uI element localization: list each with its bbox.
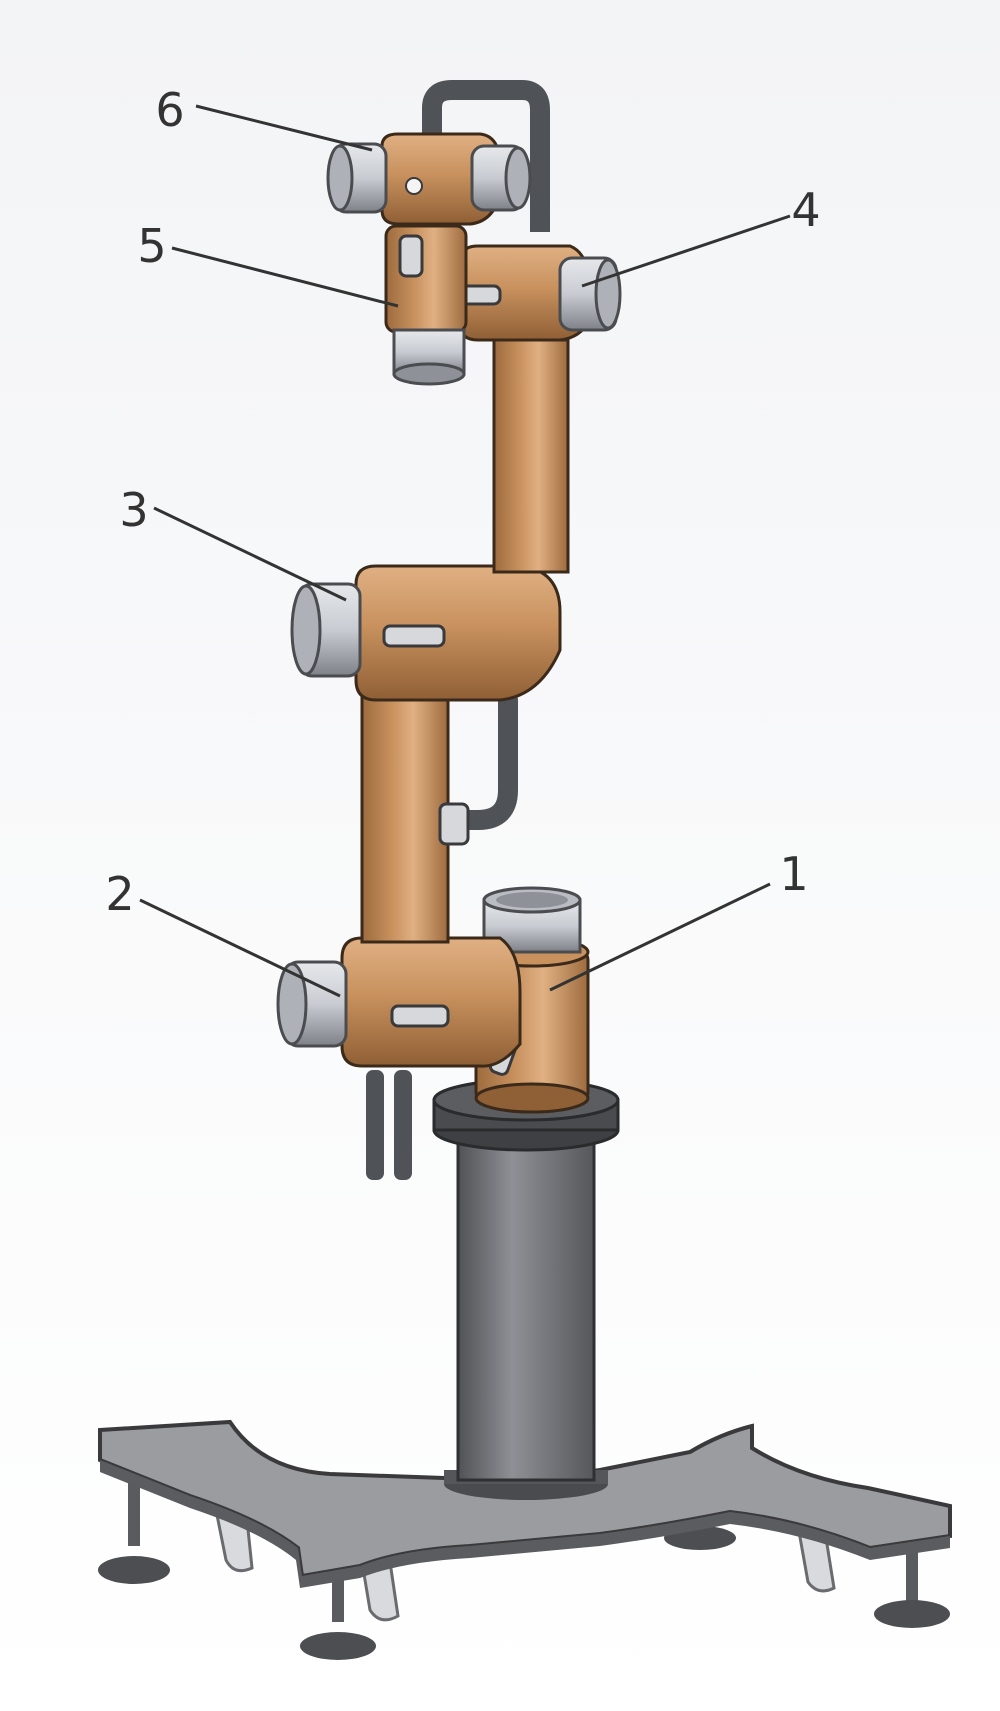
lower-arm-link [360, 688, 518, 944]
joint-1-housing [474, 886, 590, 1114]
callout-4-leader [581, 214, 791, 288]
joint-2-housing [276, 936, 522, 1180]
callout-2: 2 [105, 867, 341, 998]
callout-3-leader [153, 506, 347, 602]
callout-5-leader [171, 246, 399, 308]
support-column [432, 1078, 620, 1482]
callout-2-leader [139, 898, 341, 998]
callout-3-label: 3 [119, 483, 148, 537]
callouts: 6 5 4 3 2 1 [105, 83, 821, 998]
callout-1-leader [549, 882, 771, 992]
joint-5-housing [384, 224, 468, 386]
callout-6-label: 6 [155, 83, 184, 137]
joint-4-housing [442, 244, 622, 342]
callout-4: 4 [581, 183, 821, 288]
callout-6: 6 [155, 83, 373, 152]
callout-4-label: 4 [791, 183, 820, 237]
callout-1-label: 1 [779, 847, 808, 901]
callout-5-label: 5 [137, 219, 166, 273]
callout-1: 1 [549, 847, 809, 992]
joint-6-housing [326, 80, 550, 232]
callout-2-label: 2 [105, 867, 134, 921]
callout-5: 5 [137, 219, 399, 308]
callout-3: 3 [119, 483, 347, 602]
callout-6-leader [195, 104, 373, 152]
joint-3-housing [290, 564, 562, 702]
upper-arm-link [492, 338, 570, 574]
